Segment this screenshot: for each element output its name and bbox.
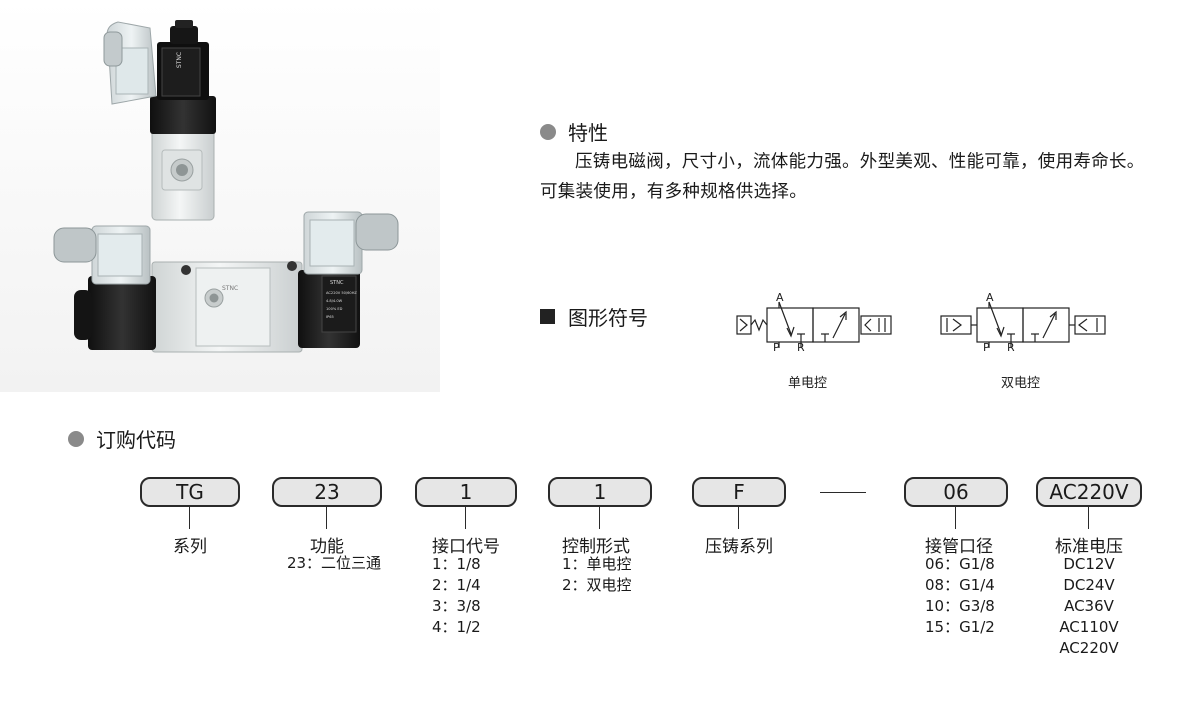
port-options: 1：1/8 2：1/4 3：3/8 4：1/2 bbox=[432, 554, 481, 638]
coil-label-line4: IP65 bbox=[326, 315, 334, 319]
code-box-function: 23 bbox=[272, 477, 382, 507]
option-item: 3：3/8 bbox=[432, 597, 481, 615]
code-stem bbox=[189, 507, 190, 529]
code-stem bbox=[599, 507, 600, 529]
code-stem bbox=[465, 507, 466, 529]
option-item: DC24V bbox=[1063, 576, 1115, 594]
option-item: 06：G1/8 bbox=[925, 555, 995, 573]
square-bullet-icon bbox=[540, 309, 555, 324]
features-heading: 特性 bbox=[540, 117, 608, 146]
symbols-heading: 图形符号 bbox=[540, 302, 648, 331]
code-label-voltage: 标准电压 bbox=[1055, 537, 1123, 557]
option-item: AC110V bbox=[1059, 618, 1119, 636]
option-item: 15：G1/2 bbox=[925, 618, 995, 636]
code-box-voltage: AC220V bbox=[1036, 477, 1142, 507]
code-stem bbox=[955, 507, 956, 529]
order-code-heading: 订购代码 bbox=[68, 424, 176, 453]
code-label-function: 功能 bbox=[310, 537, 344, 557]
port-r-label-double: R bbox=[1007, 341, 1015, 352]
option-item: 2：双电控 bbox=[562, 576, 632, 594]
bullet-icon bbox=[68, 430, 84, 447]
single-solenoid-symbol: A P R bbox=[736, 291, 892, 352]
single-solenoid-valve: STNC bbox=[103, 20, 216, 221]
code-label-series: 系列 bbox=[173, 537, 207, 557]
port-a-label: A bbox=[776, 291, 784, 304]
double-solenoid-caption: 双电控 bbox=[1001, 376, 1041, 391]
code-separator-dash bbox=[820, 492, 866, 493]
option-item: 10：G3/8 bbox=[925, 597, 995, 615]
code-stem bbox=[326, 507, 327, 529]
coil-label-line3: 100% ED bbox=[326, 307, 343, 311]
code-box-pipe-size: 06 bbox=[904, 477, 1008, 507]
bullet-icon bbox=[540, 123, 556, 140]
code-box-port: 1 bbox=[415, 477, 517, 507]
option-item: DC12V bbox=[1063, 555, 1115, 573]
option-item: 4：1/2 bbox=[432, 618, 481, 636]
single-solenoid-caption: 单电控 bbox=[788, 376, 828, 391]
option-item: 23：二位三通 bbox=[286, 554, 382, 572]
port-a-label-double: A bbox=[986, 291, 994, 304]
code-box-die-cast: F bbox=[692, 477, 786, 507]
double-solenoid-valve: STNC AC220V 50/60HZ 4.8/4.0W 100% ED IP6… bbox=[53, 211, 399, 353]
option-item: 2：1/4 bbox=[432, 576, 481, 594]
control-options: 1：单电控 2：双电控 bbox=[562, 554, 632, 596]
features-description: 压铸电磁阀，尺寸小，流体能力强。外型美观、性能可靠，使用寿命长。可集装使用，有多… bbox=[540, 152, 1145, 202]
function-options: 23：二位三通 bbox=[287, 553, 381, 574]
port-p-label-double: P bbox=[983, 341, 990, 352]
code-stem bbox=[738, 507, 739, 529]
features-title: 特性 bbox=[568, 121, 608, 145]
coil-brand-text: STNC bbox=[176, 52, 183, 68]
option-item: 1：1/8 bbox=[432, 555, 481, 573]
code-box-control: 1 bbox=[548, 477, 652, 507]
code-label-die-cast: 压铸系列 bbox=[705, 537, 773, 557]
coil-label-line1: AC220V 50/60HZ bbox=[326, 291, 357, 295]
body-brand-text: STNC bbox=[222, 285, 238, 292]
order-code-title: 订购代码 bbox=[96, 428, 176, 452]
code-box-series: TG bbox=[140, 477, 240, 507]
code-label-control: 控制形式 bbox=[562, 537, 630, 557]
option-item: AC36V bbox=[1064, 597, 1114, 615]
voltage-options: DC12V DC24V AC36V AC110V AC220V bbox=[1059, 554, 1118, 659]
product-photo: STNC STNC AC220V 50/60HZ 4.8/4.0W 100% E… bbox=[0, 0, 440, 392]
option-item: AC220V bbox=[1059, 639, 1119, 657]
symbols-title: 图形符号 bbox=[568, 306, 648, 330]
code-label-pipe-size: 接管口径 bbox=[925, 537, 993, 557]
code-stem bbox=[1088, 507, 1089, 529]
code-label-port: 接口代号 bbox=[432, 537, 500, 557]
port-p-label: P bbox=[773, 341, 780, 352]
pipe-size-options: 06：G1/8 08：G1/4 10：G3/8 15：G1/2 bbox=[925, 554, 995, 638]
double-solenoid-symbol: A P R bbox=[940, 291, 1106, 352]
coil-label-line2: 4.8/4.0W bbox=[326, 299, 343, 303]
port-r-label: R bbox=[797, 341, 805, 352]
option-item: 1：单电控 bbox=[562, 555, 632, 573]
coil-brand-text-right: STNC bbox=[330, 280, 344, 286]
option-item: 08：G1/4 bbox=[925, 576, 995, 594]
